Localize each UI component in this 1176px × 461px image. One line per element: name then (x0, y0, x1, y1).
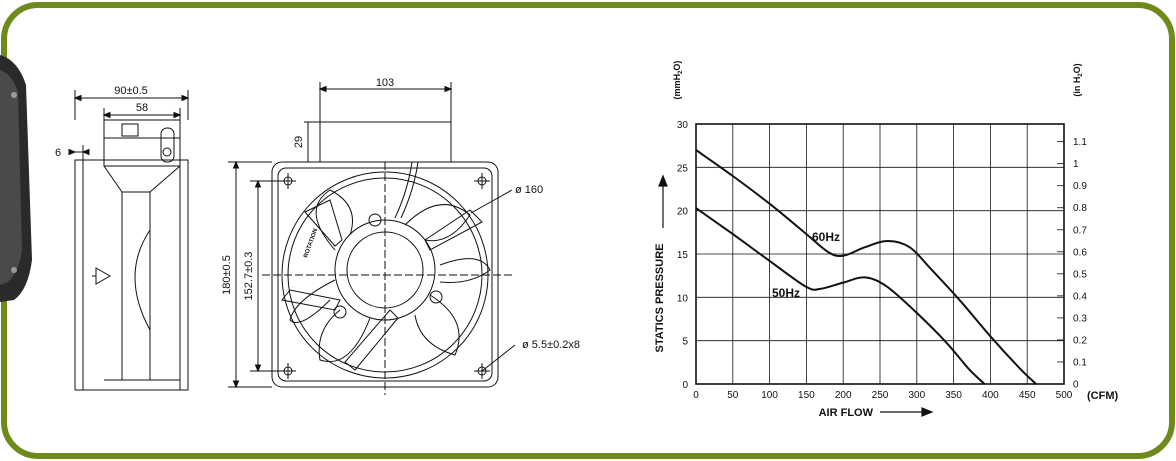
y2-tick-label: 0.4 (1073, 291, 1087, 302)
dim-hole-spacing: 152.7±0.3 (243, 252, 255, 301)
y2-tick-label: 0.2 (1073, 335, 1087, 346)
dim-diameter: ø 160 (515, 184, 543, 196)
x-tick-label: 150 (798, 390, 815, 401)
x-tick-label: 200 (835, 390, 852, 401)
dim-top-width: 103 (376, 77, 394, 89)
y-tick-label: 30 (677, 120, 689, 131)
y-left-unit: (mmH2O) (672, 61, 684, 100)
y2-tick-label: 1 (1073, 159, 1079, 170)
x-unit: (CFM) (1087, 390, 1118, 402)
y-tick-label: 15 (677, 250, 689, 261)
plot-border (695, 123, 1065, 385)
y-tick-label: 25 (677, 163, 689, 174)
x-tick-label: 0 (693, 390, 699, 401)
x-axis-label: AIR FLOW (819, 407, 874, 419)
dim-hole-size: ø 5.5±0.2x8 (522, 339, 580, 351)
chart-curves: 60Hz 50Hz (695, 149, 1037, 385)
y-tick-label: 10 (677, 293, 689, 304)
x-tick-label: 50 (727, 390, 739, 401)
dim-side-width: 90±0.5 (114, 85, 148, 97)
y2-tick-label: 0.9 (1073, 181, 1087, 192)
axis-label-arrows (658, 174, 934, 417)
series-label-50hz: 50Hz (772, 286, 800, 300)
y2-tick-label: 0.7 (1073, 225, 1087, 236)
fan-photo-edge (0, 55, 32, 302)
chart-axes (695, 123, 1065, 385)
y-right-unit: (in H2O) (1072, 63, 1084, 96)
side-view-drawing (68, 90, 190, 391)
y2-tick-label: 0 (1073, 380, 1079, 391)
front-view-drawing (228, 82, 516, 395)
y2-tick-label: 1.1 (1073, 137, 1087, 148)
dim-side-inner: 58 (136, 102, 148, 114)
x-tick-label: 300 (908, 390, 925, 401)
y-axis-label: STATICS PRESSURE (654, 244, 666, 353)
dim-outer-height: 180±0.5 (221, 255, 233, 295)
y-tick-label: 20 (677, 207, 689, 218)
x-tick-label: 500 (1056, 390, 1073, 401)
x-tick-label: 400 (982, 390, 999, 401)
series-line-60hz (695, 149, 1037, 385)
y-tick-label: 5 (682, 337, 688, 348)
x-tick-label: 350 (945, 390, 962, 401)
y-tick-label: 0 (682, 380, 688, 391)
series-line-50hz (695, 207, 986, 385)
x-tick-label: 100 (761, 390, 778, 401)
y2-tick-label: 0.1 (1073, 357, 1087, 368)
x-tick-label: 250 (872, 390, 889, 401)
x-tick-label: 450 (1019, 390, 1036, 401)
y2-tick-label: 0.5 (1073, 269, 1087, 280)
dim-top-height: 29 (293, 136, 305, 148)
y2-tick-label: 0.6 (1073, 247, 1087, 258)
series-label-60hz: 60Hz (812, 230, 840, 244)
y2-tick-label: 0.8 (1073, 203, 1087, 214)
y2-tick-label: 0.3 (1073, 313, 1087, 324)
dim-side-offset: 6 (55, 147, 61, 159)
